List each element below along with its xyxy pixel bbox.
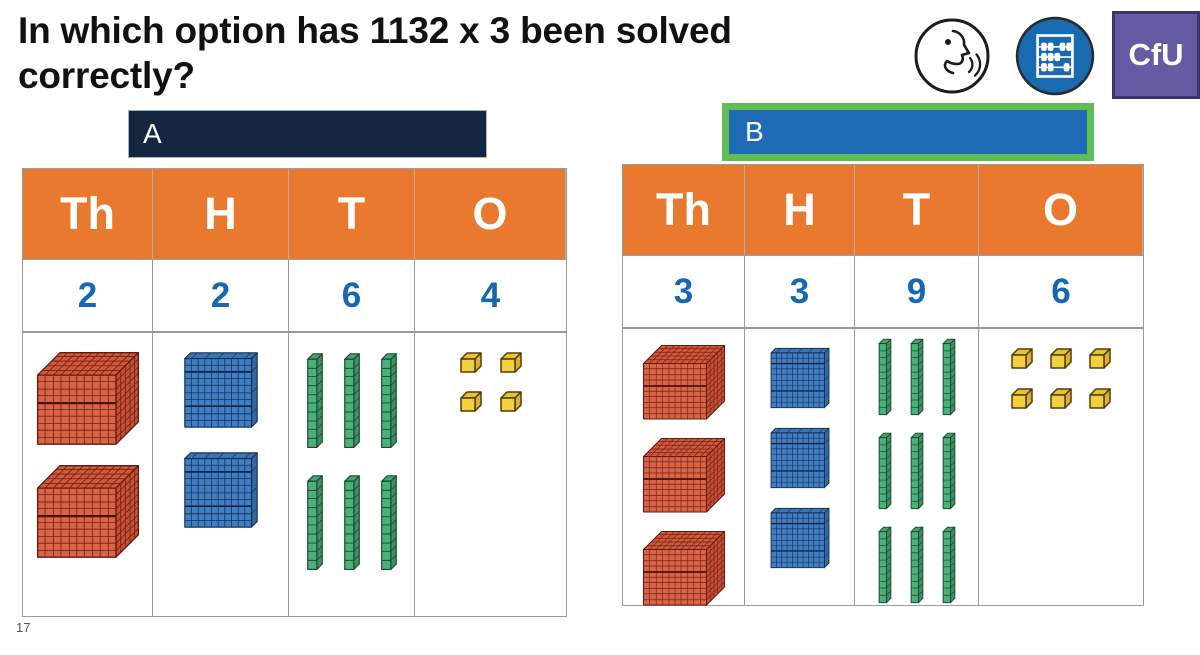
digit-cell: 3 [623, 256, 745, 327]
thousands-blocks-cell [23, 333, 153, 616]
digit-cell: 4 [480, 275, 501, 315]
header-cell-o: O [979, 165, 1143, 255]
ten-rod-icon [910, 526, 923, 604]
option-b-label: B [745, 116, 764, 147]
thousand-cube-icon [642, 530, 725, 606]
thousand-cube-icon [642, 344, 725, 420]
digit-cell: 3 [745, 256, 855, 327]
slide-number: 17 [16, 620, 31, 635]
ten-rod-icon [343, 475, 360, 571]
digit-cell: 2 [153, 260, 289, 331]
hundred-flat-icon [183, 352, 258, 428]
thousand-cube-icon [36, 352, 139, 445]
ten-rod-icon [942, 526, 955, 604]
ten-rod-icon [942, 432, 955, 510]
question-title: In which option has 1132 x 3 been solved… [18, 10, 732, 97]
hundreds-blocks-cell [745, 329, 855, 605]
place-value-table-b: Th H T O 3 3 9 6 [622, 164, 1144, 606]
tens-blocks-cell [289, 333, 415, 616]
one-cube-icon [1089, 348, 1111, 369]
header-cell-t: T [855, 165, 979, 255]
ten-rod-icon [910, 338, 923, 416]
header-cell-th: Th [623, 165, 745, 255]
one-cube-icon [499, 391, 522, 412]
one-cube-icon [1050, 348, 1072, 369]
abacus-icon [1015, 16, 1095, 96]
ten-rod-icon [942, 338, 955, 416]
ten-rod-icon [878, 338, 891, 416]
header-cell-th: Th [23, 169, 153, 259]
hundred-flat-icon [183, 452, 258, 528]
ten-rod-icon [343, 353, 360, 449]
hundred-flat-icon [770, 347, 829, 409]
thousand-cube-icon [642, 437, 725, 513]
digit-cell: 2 [23, 260, 153, 331]
header-cell-h: H [745, 165, 855, 255]
one-cube-icon [459, 352, 482, 373]
ten-rod-icon [878, 526, 891, 604]
ten-rod-icon [306, 353, 323, 449]
digit-cell: 6 [1051, 271, 1071, 311]
ten-rod-icon [878, 432, 891, 510]
cfu-label: CfU [1128, 37, 1184, 72]
tens-blocks-cell [855, 329, 979, 605]
ten-rod-icon [910, 432, 923, 510]
one-cube-icon [1011, 348, 1033, 369]
option-a-label: A [143, 118, 162, 149]
digit-cell: 6 [289, 260, 415, 331]
hundreds-blocks-cell [153, 333, 289, 616]
thousand-cube-icon [36, 465, 139, 558]
table-a-digits-row: 2 2 6 4 [23, 260, 566, 333]
hundred-flat-icon [770, 427, 829, 489]
one-cube-icon [1050, 388, 1072, 409]
table-b-blocks-row [623, 329, 1143, 606]
one-cube-icon [499, 352, 522, 373]
header-cell-t: T [289, 169, 415, 259]
table-b-digits-row: 3 3 9 6 [623, 256, 1143, 329]
cfu-badge: CfU [1112, 11, 1200, 99]
ones-blocks-cell [415, 333, 566, 616]
place-value-table-a: Th H T O 2 2 6 4 [22, 168, 567, 617]
speak-icon[interactable] [912, 16, 992, 96]
table-a-header-row: Th H T O [23, 169, 566, 260]
one-cube-icon [1089, 388, 1111, 409]
header-cell-o: O [415, 169, 566, 259]
ones-blocks-cell [979, 329, 1143, 605]
ten-rod-icon [306, 475, 323, 571]
ten-rod-icon [380, 353, 397, 449]
one-cube-icon [459, 391, 482, 412]
header-cell-h: H [153, 169, 289, 259]
ten-rod-icon [380, 475, 397, 571]
hundred-flat-icon [770, 507, 829, 569]
digit-cell: 9 [855, 256, 979, 327]
one-cube-icon [1011, 388, 1033, 409]
thousands-blocks-cell [623, 329, 745, 606]
table-a-blocks-row [23, 333, 566, 616]
table-b-header-row: Th H T O [623, 165, 1143, 256]
option-a-bar[interactable]: A [128, 110, 487, 158]
option-b-bar[interactable]: B [722, 103, 1094, 161]
